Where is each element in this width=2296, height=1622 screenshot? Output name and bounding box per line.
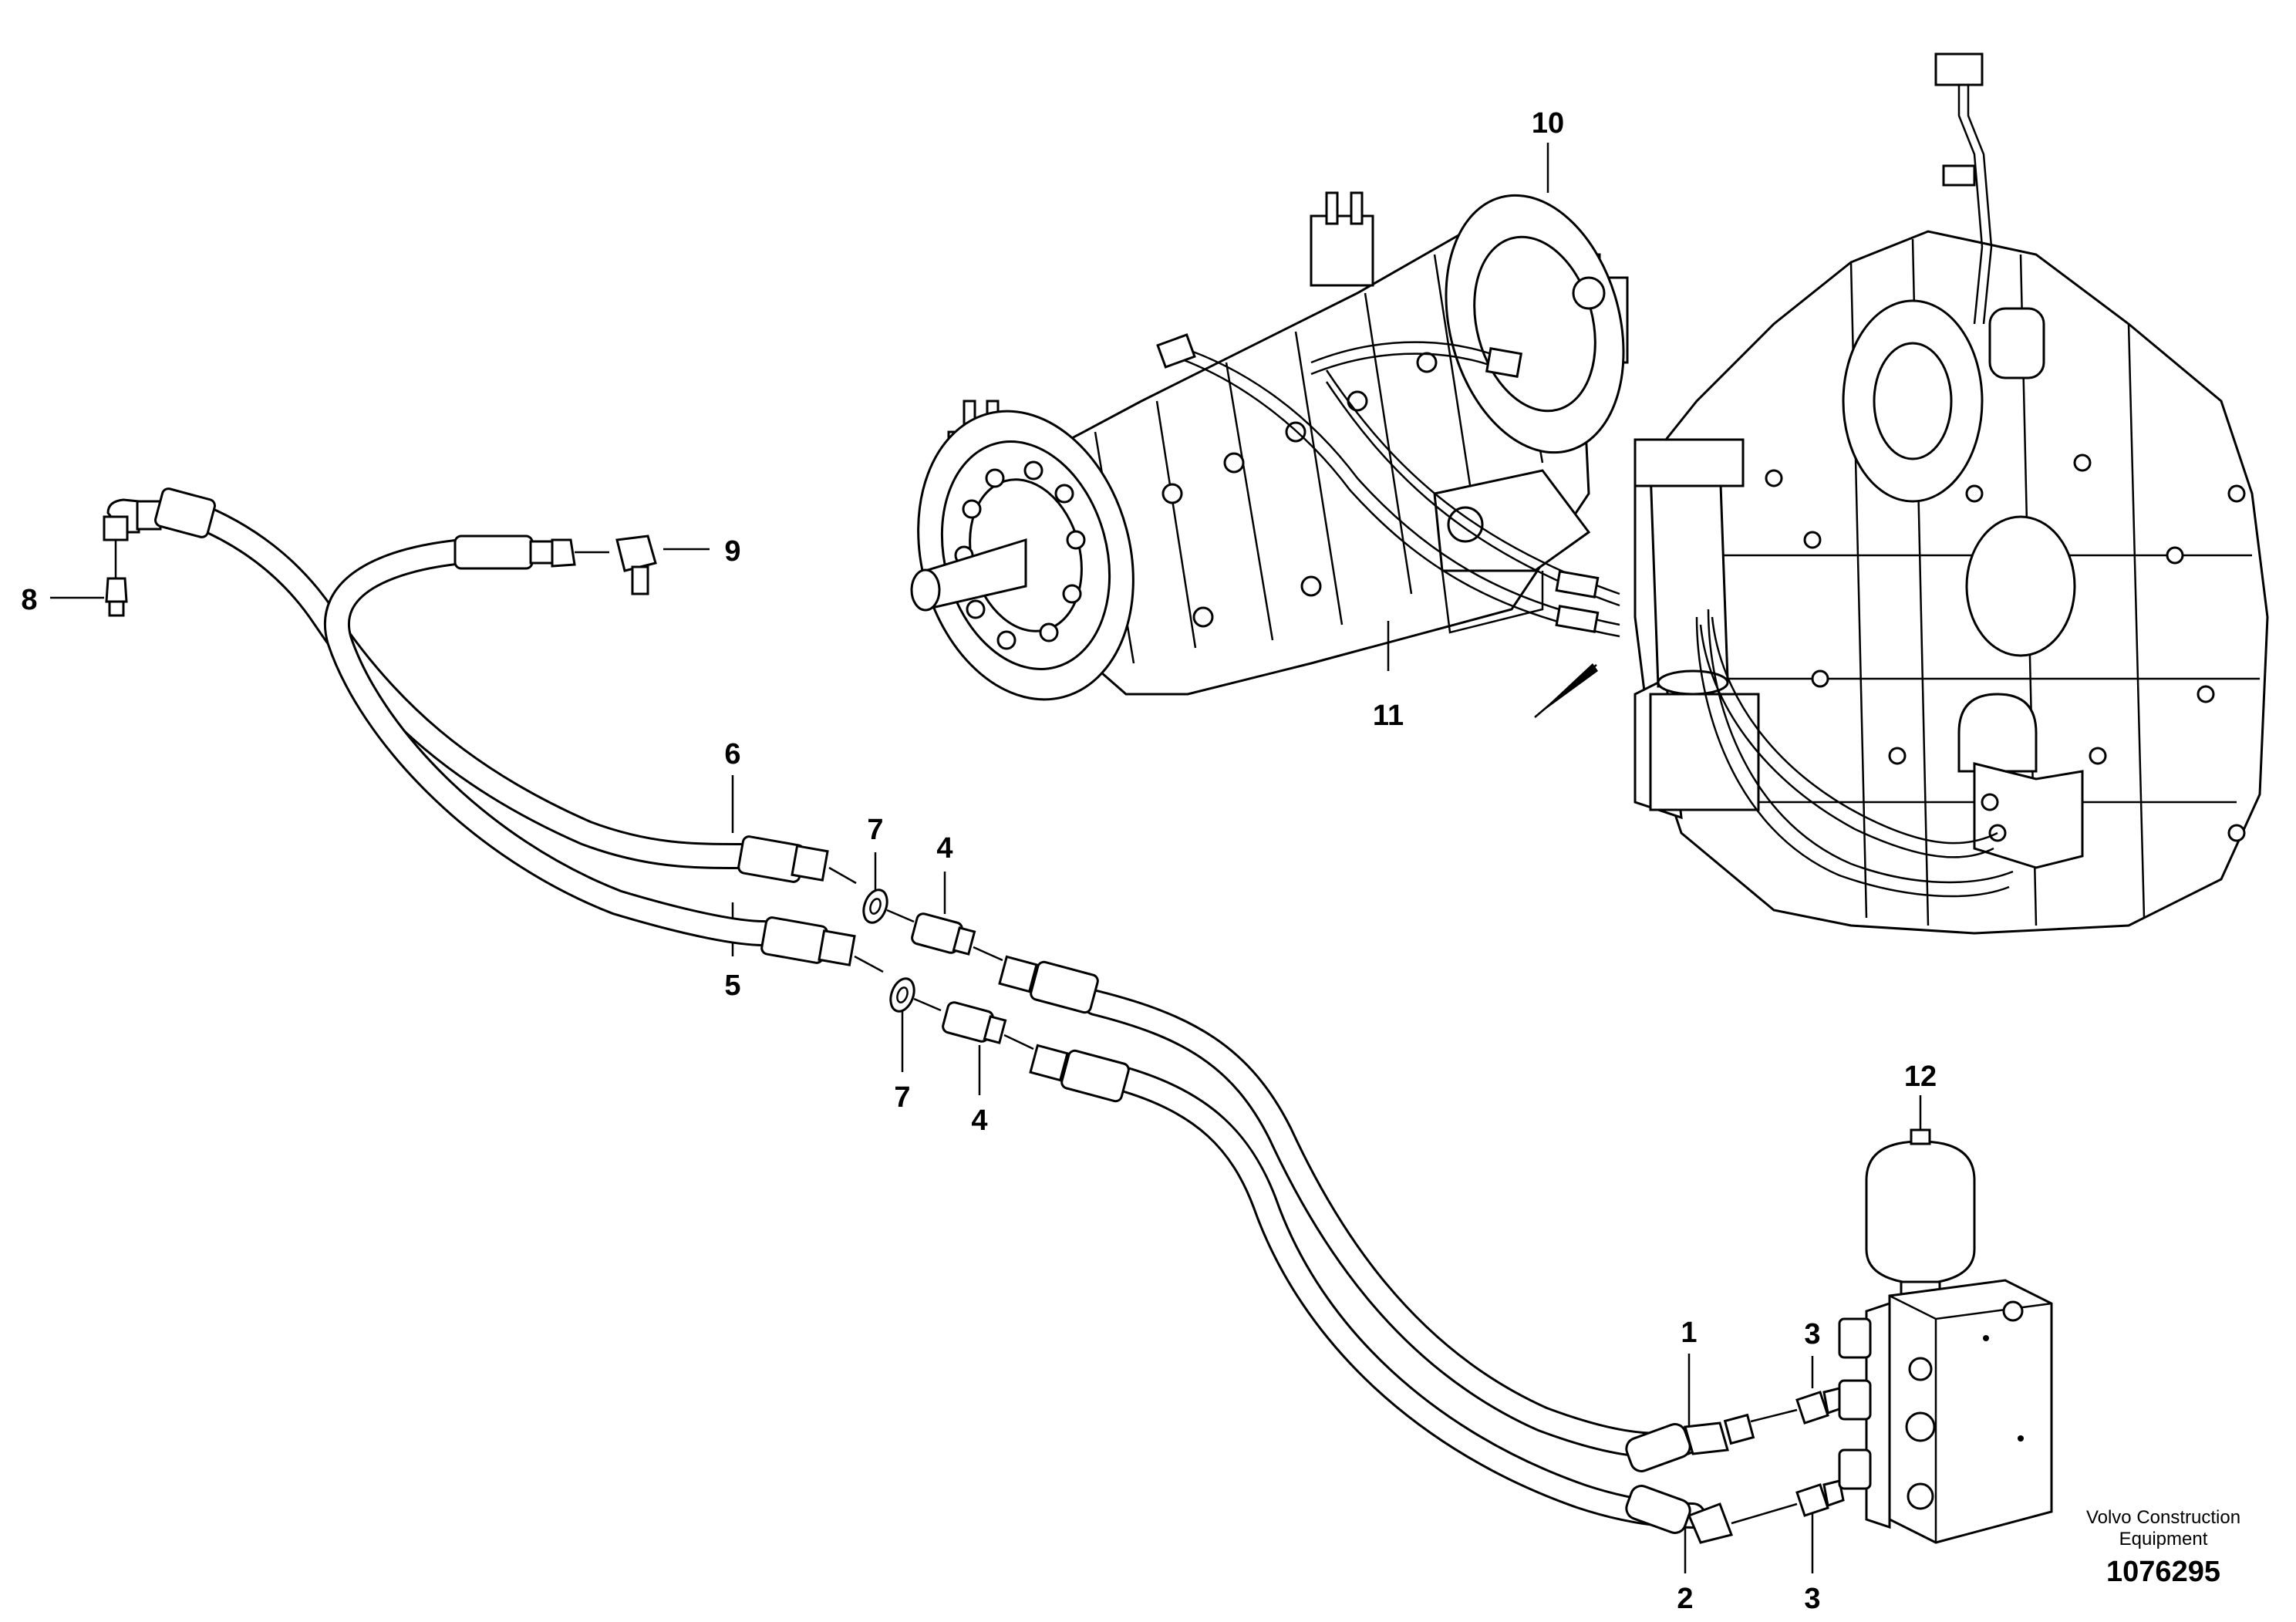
assembly-hoses — [1156, 333, 2014, 898]
nut-7-upper — [862, 889, 915, 924]
input-shaft-yoke — [1433, 469, 1591, 634]
hose-1 — [1082, 990, 1698, 1458]
transmission-assembly-illustration — [910, 52, 2269, 935]
adapter-4-upper — [911, 912, 1003, 962]
callout-1: 1 — [1681, 1317, 1697, 1349]
credit-line-2: Equipment — [2119, 1529, 2208, 1549]
hose-6 — [168, 496, 754, 869]
document-number: 1076295 — [2106, 1556, 2220, 1588]
callout-11: 10 — [1532, 107, 1564, 140]
nipple-3-upper — [1750, 1387, 1845, 1425]
callout-5: 5 — [724, 969, 740, 1002]
hose-1-left-fitting — [998, 955, 1099, 1014]
hose-5-fitting — [760, 916, 884, 973]
callout-6: 6 — [724, 738, 740, 771]
hose-5 — [323, 538, 777, 946]
callout-7-upper: 7 — [867, 814, 883, 846]
hose-2-right-fitting — [1625, 1485, 1733, 1544]
callout-3-lower: 3 — [1804, 1583, 1820, 1615]
callout-10: 11 — [1373, 700, 1404, 732]
credit-line-1: Volvo Construction — [2086, 1507, 2240, 1528]
hose-2-left-fitting — [1029, 1044, 1130, 1103]
hose-elbow-fitting-8 — [103, 487, 216, 617]
credit-block: Volvo Construction Equipment 1076295 — [2086, 1507, 2240, 1588]
hose-6-fitting — [737, 835, 857, 885]
nut-7-lower — [889, 977, 942, 1013]
gearbox-casing — [1633, 230, 2269, 935]
accumulator-12 — [1865, 1128, 1976, 1299]
callout-8: 8 — [21, 584, 37, 616]
callout-7-lower: 7 — [894, 1081, 910, 1114]
callout-12: 12 — [1904, 1061, 1937, 1093]
hose-1-right-fitting — [1625, 1413, 1755, 1472]
leader-lines — [50, 143, 1922, 1573]
adapter-4-lower — [942, 1001, 1034, 1050]
nipple-3-lower — [1731, 1479, 1845, 1525]
hose-2 — [1113, 1067, 1706, 1529]
hose-end-fitting-9 — [453, 534, 657, 595]
valve-block — [1838, 1279, 2053, 1544]
callout-2: 2 — [1677, 1583, 1693, 1615]
output-flange-rear — [1445, 194, 1625, 454]
mounted-accumulator-valve — [1957, 693, 2084, 869]
callout-9: 9 — [724, 535, 740, 568]
callout-4-lower: 4 — [971, 1104, 987, 1137]
callout-3-upper: 3 — [1804, 1318, 1820, 1351]
output-flange-front — [910, 410, 1135, 701]
callout-labels: 10 11 12 6 5 7 7 4 4 8 9 1 2 3 3 — [21, 107, 1937, 1615]
wiring-harness — [1934, 52, 1993, 325]
callout-4-upper: 4 — [936, 832, 952, 865]
